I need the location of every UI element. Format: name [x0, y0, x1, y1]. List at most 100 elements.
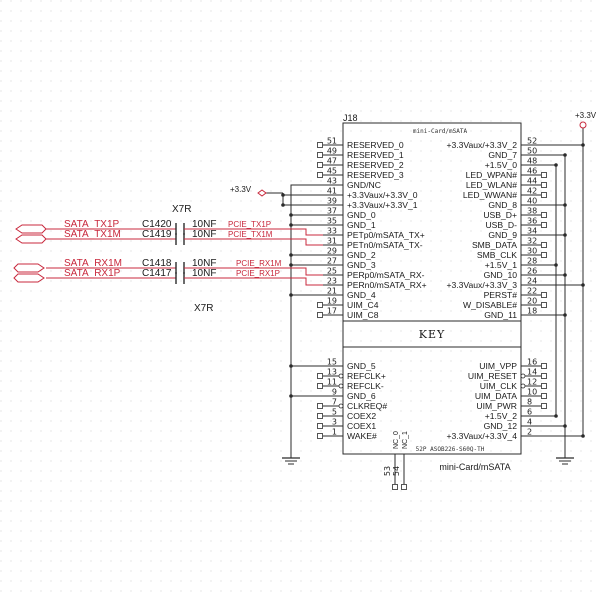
pin-label: GND_5 — [347, 361, 376, 371]
pin-number: 53 — [383, 466, 392, 476]
pin-label: +3.3Vaux/+3.3V_3 — [446, 280, 517, 290]
signal-wire — [184, 228, 323, 236]
net-label: PCIE_TX1P — [228, 220, 271, 229]
junction-dot — [554, 263, 558, 267]
part-number: 52P ASOB226-S60Q-TH — [416, 446, 485, 453]
no-connect-square — [541, 212, 547, 218]
pin-number: 19 — [327, 297, 337, 306]
pin-number: 44 — [527, 177, 537, 186]
pin-label: GND_1 — [347, 220, 376, 230]
pin-label: RESERVED_3 — [347, 170, 404, 180]
pin-number: 18 — [527, 307, 537, 316]
junction-dot — [281, 203, 285, 207]
pin-number: 42 — [527, 187, 537, 196]
signal-wire — [184, 267, 323, 276]
signal-port-arrow — [15, 224, 47, 234]
net-label: PCIE_RX1P — [236, 269, 280, 278]
pin-label: USB_D+ — [483, 210, 517, 220]
no-connect-square — [317, 172, 323, 178]
pin-number: 4 — [527, 418, 532, 427]
pin-number: 13 — [327, 368, 337, 377]
no-connect-square — [541, 192, 547, 198]
pin-number: 30 — [527, 247, 537, 256]
no-connect-square — [392, 484, 398, 490]
no-connect-square — [317, 142, 323, 148]
no-connect-square — [317, 383, 323, 389]
signal-port-label: SATA_TX1M — [64, 229, 121, 240]
pin-label: UIM_C4 — [347, 300, 379, 310]
no-connect-square — [317, 302, 323, 308]
pin-label: NC_0 — [393, 431, 400, 449]
pin-number: 5 — [332, 408, 337, 417]
pin-number: 39 — [327, 197, 337, 206]
pin-label: +1.5V_1 — [485, 260, 517, 270]
pin-number: 3 — [332, 418, 337, 427]
pin-label: USB_D- — [485, 220, 517, 230]
pin-label: +3.3Vaux/+3.3V_2 — [446, 140, 517, 150]
pin-number: 22 — [527, 287, 537, 296]
pin-label: WAKE# — [347, 431, 377, 441]
no-connect-square — [541, 373, 547, 379]
pin-number: 26 — [527, 267, 537, 276]
pin-label: PERp0/mSATA_RX- — [347, 270, 425, 280]
inversion-bubble — [338, 383, 344, 389]
no-connect-square — [317, 162, 323, 168]
pin-label: +3.3Vaux/+3.3V_4 — [446, 431, 517, 441]
pin-label: RESERVED_0 — [347, 140, 404, 150]
no-connect-square — [541, 222, 547, 228]
no-connect-square — [541, 252, 547, 258]
no-connect-square — [317, 413, 323, 419]
pin-number: 35 — [327, 217, 337, 226]
pin-number: 15 — [327, 358, 337, 367]
pin-number: 8 — [527, 398, 532, 407]
pin-label: COEX1 — [347, 421, 376, 431]
pin-label: UIM_RESET — [468, 371, 518, 381]
pin-label: LED_WPAN# — [466, 170, 518, 180]
pin-label: RESERVED_2 — [347, 160, 404, 170]
no-connect-square — [541, 172, 547, 178]
pin-number: 20 — [527, 297, 537, 306]
junction-dot — [563, 153, 567, 157]
pin-label: UIM_CLK — [480, 381, 518, 391]
pin-label: LED_WLAN# — [466, 180, 517, 190]
wire-layer — [46, 128, 585, 465]
pin-label: GND_8 — [488, 200, 517, 210]
power-label-right: +3.3V — [575, 111, 597, 120]
pin-label: REFCLK- — [347, 381, 384, 391]
pin-label: GND_6 — [347, 391, 376, 401]
connector-ref: J18 — [343, 113, 358, 123]
signal-port-arrow — [15, 234, 47, 244]
dielectric-label-bottom: X7R — [194, 303, 213, 314]
signal-wire — [184, 277, 323, 286]
pin-number: 41 — [327, 187, 337, 196]
pin-number: 9 — [332, 388, 337, 397]
pin-label: GND_4 — [347, 290, 376, 300]
pin-number: 17 — [327, 307, 337, 316]
signal-port-label: SATA_TX1P — [64, 219, 120, 230]
pin-label: PETn0/mSATA_TX- — [347, 240, 423, 250]
pin-number: 47 — [327, 157, 337, 166]
pin-label: COEX2 — [347, 411, 376, 421]
junction-dot — [581, 283, 585, 287]
connector-title: mini-Card/mSATA — [413, 128, 468, 135]
capacitor-ref: C1417 — [142, 268, 172, 279]
pin-number: 25 — [327, 267, 337, 276]
inversion-bubble — [520, 383, 526, 389]
capacitor-ref: C1419 — [142, 229, 172, 240]
pin-number: 33 — [327, 227, 337, 236]
pin-number: 36 — [527, 217, 537, 226]
power-label-left: +3.3V — [230, 185, 252, 194]
pin-number: 28 — [527, 257, 537, 266]
no-connect-square — [317, 433, 323, 439]
junction-dot — [554, 414, 558, 418]
no-connect-square — [541, 363, 547, 369]
pin-label: GND_9 — [488, 230, 517, 240]
junction-dot — [563, 273, 567, 277]
signal-port-arrow — [13, 263, 45, 273]
pin-label: GND_10 — [484, 270, 518, 280]
pin-label: +3.3Vaux/+3.3V_0 — [347, 190, 418, 200]
